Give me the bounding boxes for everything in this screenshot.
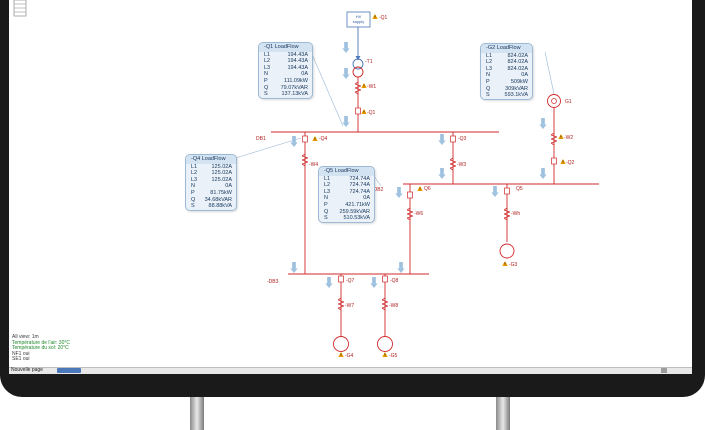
panel-icon[interactable] [13,0,27,17]
breaker-q1[interactable] [355,107,361,115]
cable-w2-label: -W2 [564,135,573,141]
busbar-db3-label: -DB3 [267,279,279,285]
active-page-tab[interactable] [57,368,81,373]
source-name: -Q1 [379,15,388,21]
warning-icon [502,261,508,266]
cable-w8-label: -W8 [389,303,398,309]
busbar-db1-label: DB1 [256,136,266,142]
breaker-q2[interactable] [551,157,557,165]
cable-wh-label: -Wh [511,211,520,217]
flow-arrow-icon [491,186,499,197]
generator-g3-label: -G3 [509,262,518,268]
flow-arrow-icon [539,168,547,179]
warning-icon [361,109,367,114]
warning-icon [560,159,566,164]
generator-g4-label: -G4 [345,353,354,359]
generator-g4[interactable] [333,336,349,352]
warning-icon [312,136,318,141]
status-panel: All view: 1m Température de l'air: 30°C … [12,334,70,363]
breaker-q7-label: -Q7 [346,278,355,284]
flow-arrow-icon [290,136,298,147]
generator-g5[interactable] [377,336,393,352]
status-line: All view: 1m [12,334,39,340]
flow-arrow-icon [370,277,378,288]
horizontal-scrollbar[interactable] [661,368,667,373]
breaker-q3-label: -Q3 [458,136,467,142]
cable-w6-label: -W6 [414,211,423,217]
cable-w7-label: -W7 [345,303,354,309]
transformer-label: -T1 [365,59,373,65]
breaker-q8-label: -Q8 [390,278,399,284]
status-line: Température du sol: 20°C [12,345,69,352]
breaker-q2-label: -Q2 [566,160,575,166]
flow-arrow-icon [325,277,333,288]
warning-icon [372,14,378,19]
breaker-q1-label: -Q1 [367,110,376,116]
flow-arrow-icon [395,187,403,198]
loadflow-title: -Q5 LoadFlow [319,167,374,176]
status-line: SE1 oui [12,356,30,363]
hv-supply-label: HV [356,14,362,19]
breaker-q5-label: Q5 [516,186,523,192]
warning-icon [382,352,388,357]
loadflow-title: -G2 LoadFlow [481,44,532,53]
loadflow-title: -Q1 LoadFlow [259,43,312,52]
warning-icon [558,134,564,139]
flow-arrow-icon [397,262,405,273]
breaker-q3[interactable] [450,135,456,143]
flow-arrow-icon [539,118,547,129]
status-line: Température de l'air: 30°C [12,339,70,346]
generator-g2[interactable] [547,94,561,108]
cable-w1-label: -W1 [367,84,376,90]
cable-w3-label: -W3 [457,162,466,168]
breaker-q6[interactable] [407,191,413,199]
cable-w4-label: -W4 [309,162,318,168]
generator-g5-label: -G5 [389,353,398,359]
status-line: NF1 oui [12,350,30,357]
page-tab-bar [9,367,692,374]
loadflow-title: -Q4 LoadFlow [186,155,236,164]
flow-arrow-icon [342,42,350,53]
breaker-q4[interactable] [302,135,308,143]
flow-arrow-icon [342,68,350,79]
breaker-q8[interactable] [382,275,388,283]
breaker-q5[interactable] [504,187,510,195]
transformer-symbol[interactable] [352,58,364,78]
flow-arrow-icon [290,262,298,273]
busbar-db2-label: -DB2 [372,187,384,193]
generator-g2-label: G1 [565,99,572,105]
monitor-stand [190,397,510,430]
screen: HV supply -Q1 -T1 -W1 -Q1 [9,0,692,374]
schematic-diagram[interactable]: HV supply -Q1 -T1 -W1 -Q1 [9,0,692,374]
hv-supply-sublabel: supply [353,19,365,24]
warning-icon [338,352,344,357]
page-tab-new[interactable]: Nouvelle page [11,367,43,373]
breaker-q7[interactable] [338,275,344,283]
flow-arrow-icon [342,116,350,127]
flow-arrow-icon [438,134,446,145]
warning-icon [417,186,423,191]
hv-supply[interactable]: HV supply [346,11,371,28]
monitor-bezel: HV supply -Q1 -T1 -W1 -Q1 [0,0,705,397]
flow-arrow-icon [438,168,446,179]
warning-icon [361,83,367,88]
generator-g3[interactable] [499,243,515,259]
breaker-q6-label: Q6 [424,186,431,192]
breaker-q4-label: -Q4 [319,136,328,142]
